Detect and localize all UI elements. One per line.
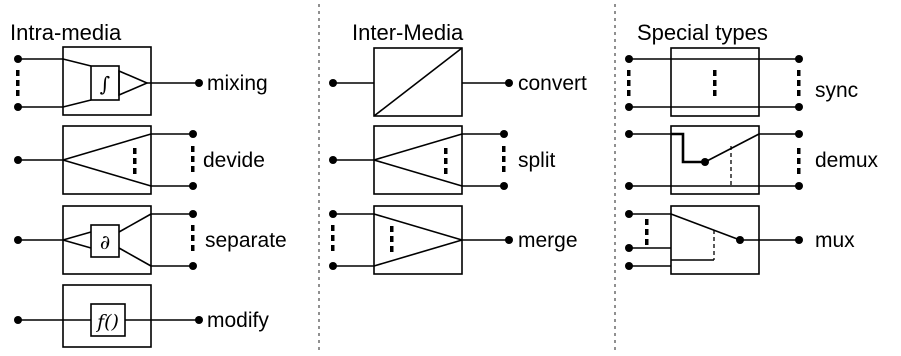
modify-block: f() modify — [14, 284, 269, 348]
mux-block: mux — [625, 205, 855, 275]
merge-block: merge — [329, 205, 578, 275]
integral-symbol: ∫ — [100, 72, 110, 96]
function-symbol: f() — [95, 311, 119, 333]
label-merge: merge — [518, 229, 578, 252]
partial-symbol: ∂ — [100, 230, 110, 254]
label-modify: modify — [207, 309, 269, 332]
label-separate: separate — [205, 229, 287, 252]
label-mixing: mixing — [207, 72, 268, 95]
label-mux: mux — [815, 229, 855, 252]
vertical-ellipsis-icon — [444, 146, 506, 174]
sync-block: sync — [625, 47, 858, 117]
function-box — [90, 303, 126, 337]
header-intra-media: Intra-media — [10, 20, 122, 45]
separate-block: ∂ separate — [14, 205, 287, 275]
amplifier-triangle — [118, 69, 150, 97]
label-split: split — [518, 149, 556, 172]
vertical-ellipsis-icon — [645, 219, 649, 245]
vertical-ellipsis-icon — [191, 225, 195, 251]
header-inter-media: Inter-Media — [352, 20, 464, 45]
label-sync: sync — [815, 79, 858, 102]
header-special-types: Special types — [637, 20, 768, 45]
label-demux: demux — [815, 149, 879, 172]
vertical-ellipsis-icon — [133, 146, 195, 174]
label-devide: devide — [203, 149, 265, 172]
partial-box — [90, 224, 120, 258]
vertical-ellipsis-icon — [627, 70, 801, 96]
vertical-ellipsis-icon — [16, 70, 20, 96]
split-block: split — [329, 125, 556, 195]
demux-block: demux — [625, 125, 879, 195]
vertical-ellipsis-icon — [331, 225, 394, 252]
convert-block: convert — [329, 47, 587, 117]
vertical-ellipsis-icon — [797, 148, 801, 174]
devide-block: devide — [14, 125, 265, 195]
label-convert: convert — [518, 72, 587, 95]
mixing-block: ∫ mixing — [14, 46, 268, 116]
